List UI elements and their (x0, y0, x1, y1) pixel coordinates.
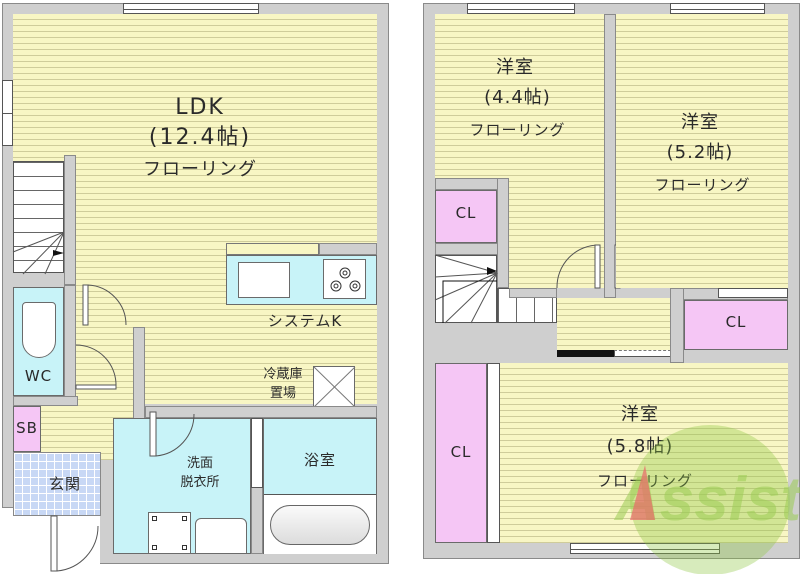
stairs2-turn-lines (434, 254, 498, 324)
closet-c-door[interactable] (487, 363, 500, 543)
wash-basin (195, 518, 247, 554)
sliding-door-light[interactable] (614, 350, 671, 357)
kitchen-wall-stub (319, 243, 377, 255)
washroom-label-1: 洗面 (186, 456, 213, 471)
closet-c[interactable] (435, 363, 487, 543)
room-c-size: (5.8帖) (606, 436, 674, 457)
stairs-divider-wall (64, 155, 76, 285)
entrance-door-swing[interactable] (50, 515, 100, 574)
stairs2-wall-right (497, 178, 509, 288)
window-room-b (670, 3, 765, 14)
door-washroom-swing[interactable] (149, 408, 195, 458)
closet-a[interactable] (435, 190, 497, 243)
ldk-label: LDK (175, 95, 225, 120)
toilet (22, 302, 56, 358)
window-ldk-top (123, 3, 259, 14)
wc-wall-bottom (13, 396, 78, 406)
door-wc-swing[interactable] (75, 344, 121, 390)
closet-b-door[interactable] (718, 288, 788, 298)
wc-wall-right (64, 285, 76, 400)
fridge-x-icon (313, 366, 356, 408)
closet-a-label: CL (455, 204, 477, 222)
divider-wall-ab (604, 14, 616, 298)
ldk-flooring: フローリング (143, 159, 257, 180)
bathroom-label: 浴室 (303, 451, 336, 469)
door-ldk-swing[interactable] (82, 284, 128, 330)
room-b-size: (5.2帖) (666, 142, 734, 163)
kitchen-label: システムK (267, 312, 343, 330)
closet-b[interactable] (684, 300, 788, 350)
stairs-turn-lines (12, 231, 65, 275)
hall2-left-wall (509, 288, 557, 298)
wc-label: WC (24, 367, 53, 385)
window-room-c (570, 543, 720, 554)
fridge-space (313, 366, 356, 408)
stairs-floor2 (435, 255, 497, 323)
ldk-size: (12.4帖) (148, 125, 252, 150)
entrance-floor (13, 452, 101, 516)
door-room-a-swing[interactable] (555, 244, 605, 290)
assist-watermark-logo: Assist (613, 425, 800, 574)
washroom-label-2: 脱衣所 (180, 475, 220, 490)
burner-icon (330, 267, 361, 292)
room-a-size: (4.4帖) (484, 87, 551, 108)
entrance-label: 玄関 (48, 475, 81, 493)
room-a-label: 洋室 (496, 57, 534, 78)
closet-b-left-wall (670, 288, 684, 363)
room-b-floor (616, 14, 788, 288)
closet-b-label: CL (725, 313, 747, 331)
hall2-floor (557, 298, 670, 350)
room-c-label: 洋室 (621, 404, 659, 425)
kitchen-stove[interactable] (323, 259, 366, 299)
room-b-flooring: フローリング (654, 176, 751, 194)
shoebox-label: SB (16, 419, 38, 437)
washing-machine (148, 512, 191, 554)
bath-door[interactable] (251, 418, 263, 488)
room-b-label: 洋室 (681, 112, 719, 133)
shoebox[interactable] (13, 406, 41, 452)
stairs-floor1 (13, 161, 64, 273)
kitchen-sink[interactable] (238, 262, 290, 298)
fridge-label-2: 置場 (269, 386, 296, 401)
bathtub (264, 494, 376, 554)
fridge-label-1: 冷蔵庫 (263, 367, 303, 382)
sliding-door-dark[interactable] (557, 350, 614, 357)
room-a-flooring: フローリング (469, 121, 566, 139)
closet-c-label: CL (450, 443, 472, 461)
window-ldk-left (2, 80, 13, 146)
window-room-a (467, 3, 575, 14)
wash-wall-top (145, 406, 377, 418)
kitchen-upper-shelf (226, 243, 319, 255)
